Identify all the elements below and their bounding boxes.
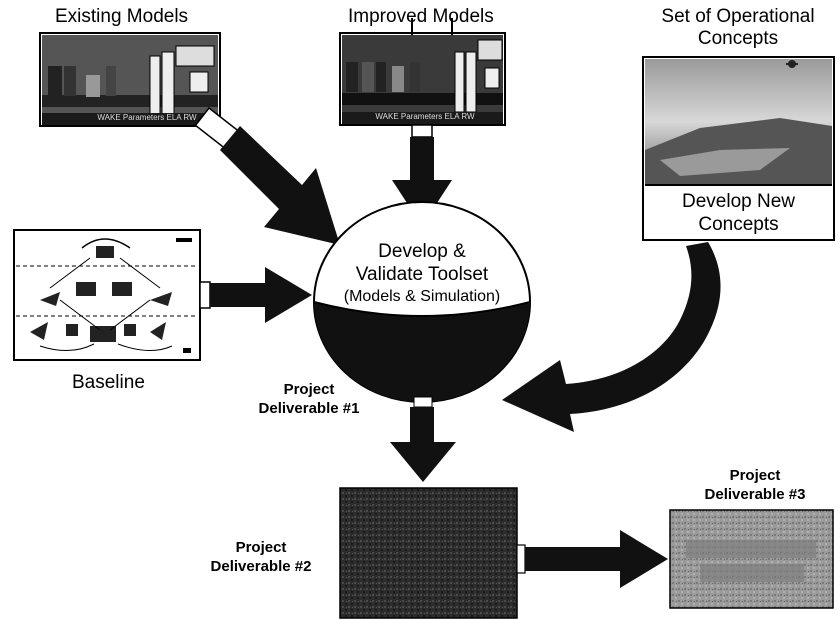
develop-new-concepts-caption: Develop New Concepts [682,191,795,235]
deliverable3-box [669,509,834,609]
improved-models-footer: WAKE Parameters ELA RW [375,112,475,121]
curved-arrow-concepts-to-toolset [502,242,721,432]
arrow-existing-to-toolset [194,106,340,245]
deliverable2-box [339,487,526,619]
arrow-baseline-to-toolset [199,267,312,323]
deliverable1-label: Project Deliverable #1 [258,381,360,417]
improved-models-heading: Improved Models [348,6,494,27]
existing-models-heading: Existing Models [55,6,189,27]
improved-models-thumbnail [339,18,506,126]
toolset-line3: (Models & Simulation) [343,288,501,305]
deliverable2-label: Project Deliverable #2 [210,539,312,575]
baseline-label: Baseline [72,372,145,393]
existing-models-footer: WAKE Parameters ELA RW [97,113,197,122]
arrow-improved-to-toolset [392,124,452,226]
operational-concepts-box [642,56,835,241]
baseline-diagram [13,229,201,361]
toolset-line1: Develop & [378,241,466,262]
operational-concepts-heading: Set of Operational Concepts [661,6,815,49]
arrow-toolset-to-deliverable2 [390,407,456,482]
deliverable3-label: Project Deliverable #3 [704,467,806,503]
arrow-deliverable2-to-deliverable3 [525,530,668,588]
existing-models-thumbnail [39,32,221,127]
toolset-line2: Validate Toolset [355,264,489,285]
toolset-sphere [313,201,531,408]
